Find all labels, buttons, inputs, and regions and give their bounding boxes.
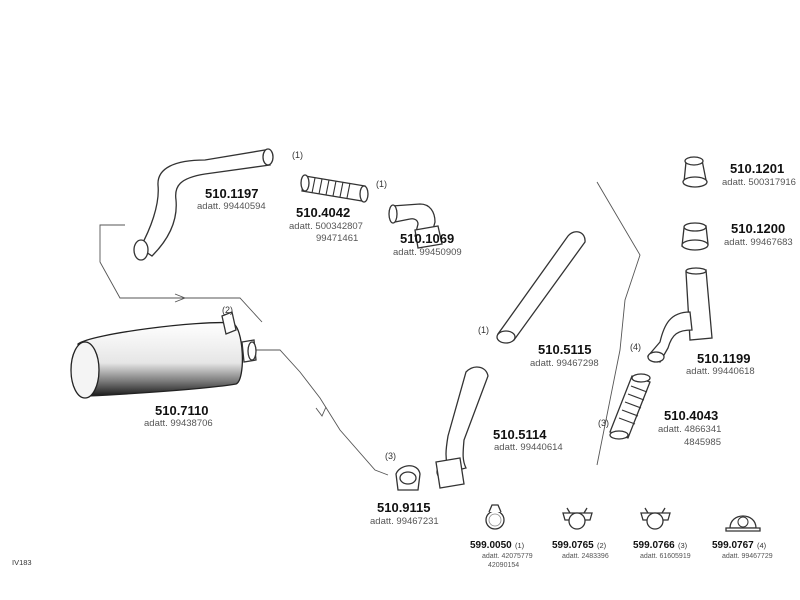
part-number-510-4042: 510.4042 — [296, 205, 351, 220]
part-alt-510-1197: adatt. 99440594 — [197, 201, 266, 212]
part-number-510-4043: 510.4043 — [664, 408, 719, 423]
connector-510-9115[interactable] — [395, 465, 421, 491]
exhaust-pipe-510-1197[interactable] — [133, 148, 274, 261]
flex-pipe-510-4043[interactable] — [609, 373, 651, 440]
ref-510-4043: (3) — [598, 418, 609, 428]
clamp-ref: (2) — [597, 541, 607, 550]
part-alt-510-4043: adatt. 4866341 — [658, 424, 722, 435]
pipe-510-5114[interactable] — [435, 366, 489, 489]
clamp-ref: (4) — [757, 541, 767, 550]
part-alt-510-4042: adatt. 500342807 — [289, 221, 363, 232]
ref-510-9115: (3) — [385, 451, 396, 461]
part-alt-510-1069: adatt. 99450909 — [393, 247, 462, 258]
clamp-number: 599.0050 — [470, 540, 512, 551]
elbow-pipe-510-1069[interactable] — [388, 203, 443, 249]
diagram-code: IV183 — [12, 558, 32, 567]
clamp-icon-599-0766[interactable] — [640, 507, 671, 530]
tee-pipe-510-1199[interactable] — [646, 267, 713, 363]
part-number-510-5114: 510.5114 — [493, 427, 547, 442]
part-alt-510-7110: adatt. 99438706 — [144, 418, 213, 429]
ref-510-7110: (2) — [222, 305, 233, 315]
cap-510-1200[interactable] — [681, 222, 709, 251]
ref-510-4042: (1) — [292, 150, 303, 160]
part-alt-510-1200: adatt. 99467683 — [724, 237, 793, 248]
part-alt-510-1201: adatt. 500317916 — [722, 177, 796, 188]
part-alt2-510-4042: 99471461 — [316, 233, 359, 244]
part-alt-510-1199: adatt. 99440618 — [686, 366, 755, 377]
part-alt2-510-4043: 4845985 — [684, 437, 721, 448]
clamp-icon-599-0765[interactable] — [562, 507, 593, 530]
clamp-number: 599.0767 — [712, 540, 754, 551]
pipe-510-5115[interactable] — [496, 231, 586, 344]
cap-510-1201[interactable] — [682, 156, 708, 188]
clamp-alt: adatt. 99467729 — [722, 553, 773, 560]
clamp-alt: adatt. 61605919 — [640, 553, 691, 560]
part-number-510-1200: 510.1200 — [731, 221, 786, 236]
clamp-ref: (3) — [678, 541, 688, 550]
ref-510-1199: (4) — [630, 342, 641, 352]
part-number-510-5115: 510.5115 — [538, 342, 592, 357]
part-number-510-1201: 510.1201 — [730, 161, 785, 176]
part-alt-510-5114: adatt. 99440614 — [494, 442, 563, 453]
clamp-ref: (1) — [515, 541, 525, 550]
part-number-510-7110: 510.7110 — [155, 403, 209, 418]
part-number-510-1197: 510.1197 — [205, 186, 259, 201]
part-number-510-1069: 510.1069 — [400, 231, 455, 246]
muffler-510-7110[interactable] — [70, 311, 257, 399]
clamp-alt2: 42090154 — [488, 562, 520, 569]
part-number-510-9115: 510.9115 — [377, 500, 431, 515]
clamp-icon-599-0050[interactable] — [485, 504, 505, 530]
clamp-number: 599.0766 — [633, 540, 675, 551]
part-alt-510-9115: adatt. 99467231 — [370, 516, 439, 527]
clamp-alt: adatt. 42075779 — [482, 553, 533, 560]
part-alt-510-5115: adatt. 99467298 — [530, 358, 599, 369]
clamp-alt: adatt. 2483396 — [562, 553, 609, 560]
ref-510-1069: (1) — [376, 179, 387, 189]
ref-510-5115: (1) — [478, 325, 489, 335]
flex-pipe-510-4042[interactable] — [300, 174, 369, 203]
clamp-number: 599.0765 — [552, 540, 594, 551]
part-number-510-1199: 510.1199 — [697, 351, 751, 366]
connector-lines — [99, 181, 641, 476]
clamp-icon-599-0767[interactable] — [725, 515, 761, 532]
